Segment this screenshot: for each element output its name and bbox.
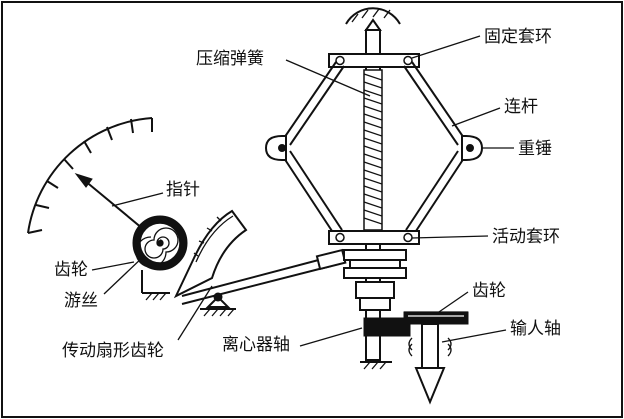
label-gear-left: 齿轮 xyxy=(54,260,88,280)
label-link-rod: 连杆 xyxy=(504,97,538,117)
label-sector-gear: 传动扇形齿轮 xyxy=(62,341,164,361)
label-pointer: 指针 xyxy=(166,180,200,200)
label-fixed-collar: 固定套环 xyxy=(484,27,552,47)
lower-collar xyxy=(343,249,407,311)
label-weight: 重锤 xyxy=(518,139,552,159)
label-centrifuge-shaft: 离心器轴 xyxy=(222,335,290,355)
label-input-shaft: 输人轴 xyxy=(510,319,561,339)
label-hairspring: 游丝 xyxy=(64,291,98,311)
left-gear xyxy=(132,215,188,271)
dial-scale xyxy=(27,117,153,234)
input-shaft xyxy=(408,323,452,405)
transmission-link xyxy=(181,248,347,305)
label-compression-spring: 压缩弹簧 xyxy=(196,49,264,69)
sector-gear xyxy=(173,209,248,299)
top-bearing xyxy=(345,7,401,31)
weight-left xyxy=(264,135,287,161)
fixed-collar xyxy=(328,53,420,68)
sector-pivot xyxy=(200,292,236,317)
shaft-base xyxy=(360,361,392,370)
weight-right xyxy=(461,135,484,161)
link-rods xyxy=(281,61,467,235)
left-support xyxy=(141,270,170,301)
gear-pair xyxy=(363,311,469,337)
leader-lines xyxy=(91,35,514,347)
label-sliding-collar: 活动套环 xyxy=(492,227,560,247)
compression-spring xyxy=(363,69,383,231)
sliding-collar xyxy=(328,230,420,245)
label-gear-right: 齿轮 xyxy=(472,281,506,301)
